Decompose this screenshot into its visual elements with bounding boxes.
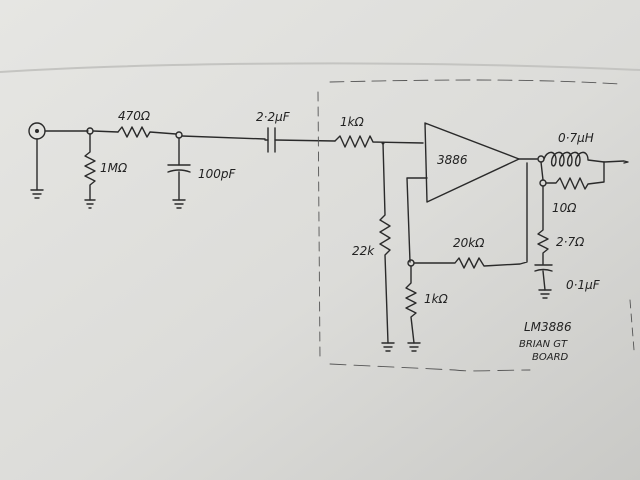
resistor-22k-symbol [379, 142, 395, 352]
capacitor-100pf-symbol [167, 137, 191, 209]
label-22k: 22k [352, 244, 375, 258]
amp-triangle-symbol [424, 122, 520, 203]
label-1m: 1MΩ [100, 161, 128, 175]
resistor-10r-symbol [545, 161, 605, 190]
label-20k: 20kΩ [453, 236, 485, 250]
label-100pf: 100pF [198, 167, 237, 181]
label-2u2: 2·2μF [256, 110, 291, 124]
capacitor-0u1-symbol [534, 264, 553, 299]
title-line2: BRIAN GT [519, 339, 568, 350]
inductor-0u7-symbol [543, 151, 629, 167]
resistor-1k-ground-symbol [405, 265, 421, 352]
resistor-1k-input-symbol [334, 135, 424, 148]
label-470: 470Ω [118, 109, 151, 123]
capacitor-2u2-symbol [264, 127, 336, 153]
board-boundary-right [629, 299, 635, 351]
title-line3: BOARD [532, 352, 569, 363]
paper-fold-line [0, 62, 640, 73]
board-boundary-left [317, 91, 321, 361]
label-0u1: 0·1μF [566, 278, 601, 292]
label-2r7: 2·7Ω [556, 235, 585, 249]
label-10r: 10Ω [552, 201, 577, 215]
resistor-1m-symbol [84, 133, 96, 209]
label-1k-ground: 1kΩ [424, 292, 449, 306]
input-jack-symbol [28, 122, 46, 199]
resistor-2r7-symbol [537, 185, 549, 265]
resistor-20k-symbol [413, 162, 528, 269]
label-0u7: 0·7μH [558, 131, 594, 145]
resistor-470-symbol [117, 126, 177, 138]
board-boundary-bottom [329, 363, 531, 372]
title-line1: LM3886 [524, 320, 572, 334]
label-1k-input: 1kΩ [340, 115, 365, 129]
label-amp: 3886 [437, 153, 468, 167]
